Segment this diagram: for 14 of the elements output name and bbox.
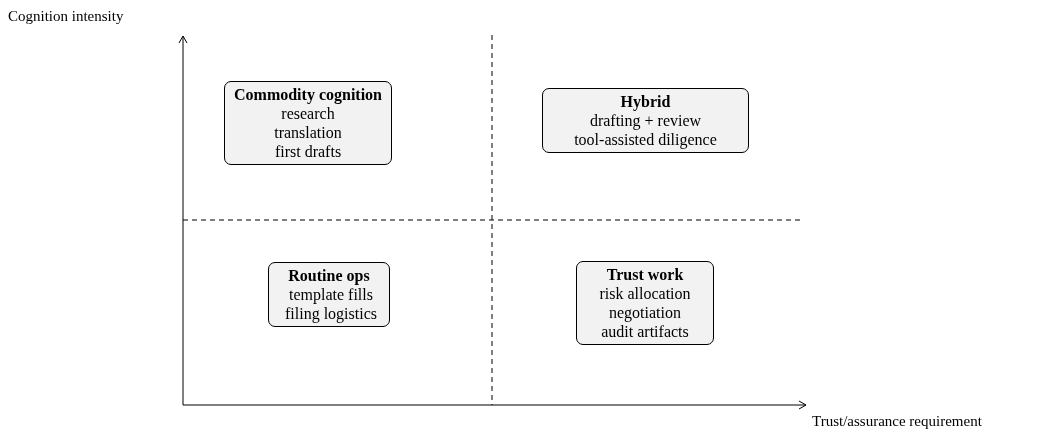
quadrant-examples: drafting + review tool-assisted diligence <box>573 111 718 149</box>
quadrant-title: Routine ops <box>287 266 371 285</box>
quadrant-title: Trust work <box>605 265 685 284</box>
quadrant-title: Commodity cognition <box>233 85 383 104</box>
quadrant-examples: risk allocation negotiation audit artifacts <box>598 284 692 341</box>
y-axis-label: Cognition intensity <box>8 8 124 25</box>
x-axis-label: Trust/assurance requirement <box>812 413 982 430</box>
quadrant-box <box>576 261 714 345</box>
quadrant-box <box>268 262 390 327</box>
quadrant-title: Hybrid <box>619 92 672 111</box>
quadrant-examples: research translation first drafts <box>273 104 343 161</box>
quadrant-box <box>224 81 392 165</box>
quadrant-examples: template fills filing logistics <box>284 285 378 323</box>
quadrant-box <box>542 88 749 153</box>
